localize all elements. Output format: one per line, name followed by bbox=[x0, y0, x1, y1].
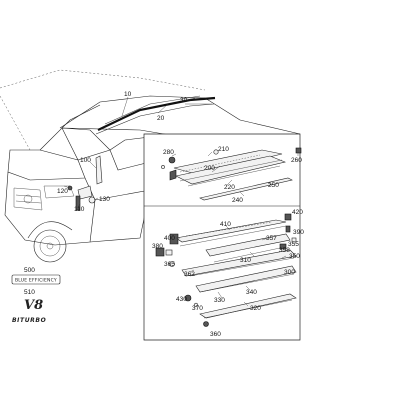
upper-leader-lines bbox=[171, 151, 299, 197]
efficiency-badge bbox=[11, 274, 61, 285]
callout-330: 330 bbox=[214, 297, 225, 304]
callout-260: 260 bbox=[291, 157, 302, 164]
callout-10: 10 bbox=[124, 91, 132, 98]
lower-small-parts bbox=[155, 213, 297, 327]
callout-210: 210 bbox=[218, 146, 229, 153]
callout-200: 200 bbox=[204, 165, 215, 172]
lower-leader-lines bbox=[176, 225, 287, 307]
callout-130: 130 bbox=[99, 196, 110, 203]
callout-500: 500 bbox=[24, 267, 35, 274]
callout-100: 100 bbox=[80, 157, 91, 164]
callout-390: 390 bbox=[293, 229, 304, 236]
callout-300: 300 bbox=[284, 269, 295, 276]
callout-320: 320 bbox=[250, 305, 261, 312]
lower-step-assembly bbox=[169, 219, 297, 319]
badge-group: 500 BLUE EFFICIENCY 510 V8 BITURBO bbox=[11, 267, 61, 324]
callout-410: 410 bbox=[220, 221, 231, 228]
callout-280: 280 bbox=[163, 149, 174, 156]
callout-510: 510 bbox=[24, 289, 35, 296]
callout-20: 20 bbox=[157, 115, 165, 122]
roof-rail-assembly bbox=[95, 95, 216, 135]
callout-340: 340 bbox=[246, 289, 257, 296]
callout-362: 362 bbox=[184, 271, 195, 278]
callout-365: 365 bbox=[164, 261, 175, 268]
callout-370: 370 bbox=[192, 305, 203, 312]
upper-running-board bbox=[169, 149, 293, 201]
v8-badge: V8 bbox=[24, 298, 43, 313]
callout-400: 400 bbox=[164, 235, 175, 242]
callout-30: 30 bbox=[180, 97, 188, 104]
callout-120: 120 bbox=[57, 188, 68, 195]
pillar-trim bbox=[95, 155, 103, 185]
callout-360: 360 bbox=[210, 331, 221, 338]
callout-420: 420 bbox=[292, 209, 303, 216]
callout-380: 380 bbox=[152, 243, 163, 250]
callout-350: 350 bbox=[289, 253, 300, 260]
biturbo-badge: BITURBO bbox=[12, 317, 46, 324]
callout-220: 220 bbox=[224, 184, 235, 191]
upper-small-parts bbox=[161, 147, 302, 169]
callout-310: 310 bbox=[240, 257, 251, 264]
callout-358: 358 bbox=[279, 247, 290, 254]
vehicle-leader-lines bbox=[63, 96, 196, 209]
callout-110: 110 bbox=[74, 206, 85, 213]
callout-250: 250 bbox=[268, 182, 279, 189]
callout-240: 240 bbox=[232, 197, 243, 204]
callout-430: 430 bbox=[176, 296, 187, 303]
callout-357: 357 bbox=[266, 235, 277, 242]
efficiency-badge-text: BLUE EFFICIENCY bbox=[15, 278, 57, 284]
callout-355: 355 bbox=[288, 241, 299, 248]
